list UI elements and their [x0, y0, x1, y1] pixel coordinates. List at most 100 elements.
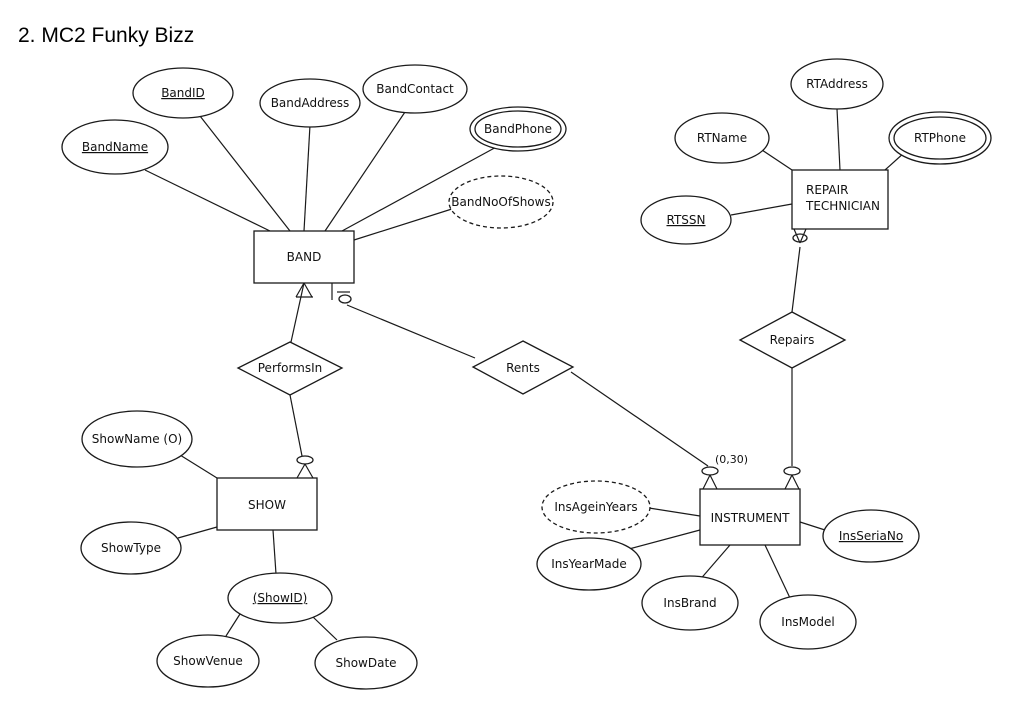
- band-performsin-crowfoot: [295, 282, 305, 298]
- attribute-bandnoofshows-label: BandNoOfShows: [451, 195, 550, 209]
- cardinality-markers: (0,30): [295, 228, 808, 490]
- attribute-rtphone-oval-inner: [893, 116, 987, 160]
- attribute-bandid: BandID: [132, 67, 234, 119]
- attribute-insyearmade-label: InsYearMade: [551, 557, 627, 571]
- entity-band: BAND: [253, 230, 355, 284]
- instrument-repairs-crowfoot: [784, 474, 793, 490]
- line-showtype-show: [177, 526, 218, 539]
- attribute-showdate-oval: [314, 636, 418, 690]
- attribute-insmodel-label: InsModel: [781, 615, 834, 629]
- attribute-bandnoofshows-oval: [448, 175, 554, 229]
- relationship-repairs-diamond: [738, 311, 847, 369]
- attribute-rtaddress-label: RTAddress: [806, 77, 868, 91]
- entity-band-box: [253, 230, 355, 284]
- attribute-insyearmade: InsYearMade: [536, 537, 642, 591]
- attribute-insserialno-label: InsSeriaNo: [839, 529, 903, 543]
- attribute-bandname-oval: [61, 119, 169, 175]
- attribute-rtname: RTName: [674, 112, 770, 164]
- line-rtname-rt: [761, 149, 793, 171]
- entity-repair-technician-label-line2: TECHNICIAN: [805, 199, 880, 213]
- entity-band-label: BAND: [287, 250, 322, 264]
- attribute-rtssn-oval: [640, 195, 732, 245]
- attribute-bandaddress-label: BandAddress: [271, 96, 350, 110]
- relationship-performsin-label: PerformsIn: [258, 361, 323, 375]
- line-band-rents: [346, 304, 476, 359]
- attribute-rtphone: RTPhone: [888, 111, 992, 165]
- connector-lines: [144, 108, 906, 641]
- line-bandid-band: [199, 115, 291, 232]
- attribute-bandcontact-label: BandContact: [376, 82, 454, 96]
- line-rtaddress-rt: [836, 108, 841, 171]
- line-show-showid: [272, 529, 277, 575]
- line-showid-showdate: [312, 616, 338, 641]
- attribute-insyearmade-oval: [536, 537, 642, 591]
- attribute-bandcontact: BandContact: [362, 64, 468, 114]
- attribute-insserialno: InsSeriaNo: [822, 509, 920, 563]
- line-insbrand-instrument: [697, 544, 731, 583]
- instrument-rents-circle: [701, 466, 719, 476]
- attribute-bandaddress-oval: [259, 78, 361, 128]
- attribute-showid-label: (ShowID): [253, 591, 308, 605]
- line-bandphone-band: [341, 144, 501, 232]
- attribute-bandphone: BandPhone: [469, 106, 567, 152]
- attribute-bandid-oval: [132, 67, 234, 119]
- instrument-rents-crowfoot: [702, 474, 711, 490]
- line-bandnoofshows-band: [353, 207, 456, 241]
- page-title: 2. MC2 Funky Bizz: [18, 24, 194, 47]
- line-showid-showvenue: [225, 613, 241, 637]
- attribute-rtname-label: RTName: [697, 131, 747, 145]
- attribute-insbrand-label: InsBrand: [663, 596, 716, 610]
- attribute-insbrand-oval: [641, 575, 739, 631]
- rt-repairs-crowfoot: [793, 228, 801, 244]
- attribute-showname-label: ShowName (O): [92, 432, 182, 446]
- line-bandaddress-band: [303, 124, 311, 232]
- entity-repair-technician-box: [791, 169, 889, 230]
- line-showname-show: [179, 454, 218, 479]
- attribute-bandphone-oval-inner: [474, 110, 562, 148]
- line-rents-instrument: [570, 371, 709, 467]
- attribute-rtaddress: RTAddress: [790, 58, 884, 110]
- line-insserial-instrument: [799, 521, 826, 531]
- attribute-insageinyears: InsAgeinYears: [541, 480, 651, 534]
- line-bandname-band: [144, 169, 271, 232]
- entity-instrument-label: INSTRUMENT: [711, 511, 790, 525]
- attribute-insageinyears-oval: [541, 480, 651, 534]
- cardinality-label-rents: (0,30): [715, 453, 748, 466]
- attribute-bandcontact-oval: [362, 64, 468, 114]
- attribute-insmodel: InsModel: [759, 594, 857, 650]
- attribute-rtphone-label: RTPhone: [914, 131, 966, 145]
- attribute-showvenue-label: ShowVenue: [173, 654, 243, 668]
- instrument-repairs-circle: [783, 466, 801, 476]
- attribute-showname-oval: [81, 410, 193, 468]
- attribute-bandname: BandName: [61, 119, 169, 175]
- entity-show-box: [216, 477, 318, 531]
- attribute-bandnoofshows: BandNoOfShows: [448, 175, 554, 229]
- line-insyearmade-instrument: [628, 529, 701, 550]
- attribute-insageinyears-label: InsAgeinYears: [554, 500, 637, 514]
- line-performsin-show: [289, 394, 304, 462]
- attribute-showtype-label: ShowType: [101, 541, 161, 555]
- entity-instrument-box: [699, 488, 801, 546]
- attribute-insmodel-oval: [759, 594, 857, 650]
- relationship-rents-diamond: [471, 340, 575, 395]
- attribute-bandphone-label: BandPhone: [484, 122, 552, 136]
- attribute-showtype: ShowType: [80, 521, 182, 575]
- entity-show: SHOW: [216, 477, 318, 531]
- line-band-performsin: [290, 282, 305, 343]
- line-insage-instrument: [648, 507, 701, 517]
- band-rents-circle: [338, 294, 352, 304]
- relationship-rents: Rents: [471, 340, 575, 395]
- attribute-rtaddress-oval: [790, 58, 884, 110]
- show-performsin-circle: [296, 455, 314, 465]
- entity-show-label: SHOW: [248, 498, 286, 512]
- entity-repair-technician: REPAIR TECHNICIAN: [791, 169, 889, 230]
- attribute-showvenue-oval: [156, 634, 260, 688]
- attribute-showvenue: ShowVenue: [156, 634, 260, 688]
- relationship-performsin-diamond: [236, 341, 344, 396]
- line-rt-repairs: [791, 246, 801, 313]
- attribute-showid-oval: [227, 572, 333, 624]
- attribute-bandaddress: BandAddress: [259, 78, 361, 128]
- relationship-performsin: PerformsIn: [236, 341, 344, 396]
- attribute-showdate-label: ShowDate: [335, 656, 396, 670]
